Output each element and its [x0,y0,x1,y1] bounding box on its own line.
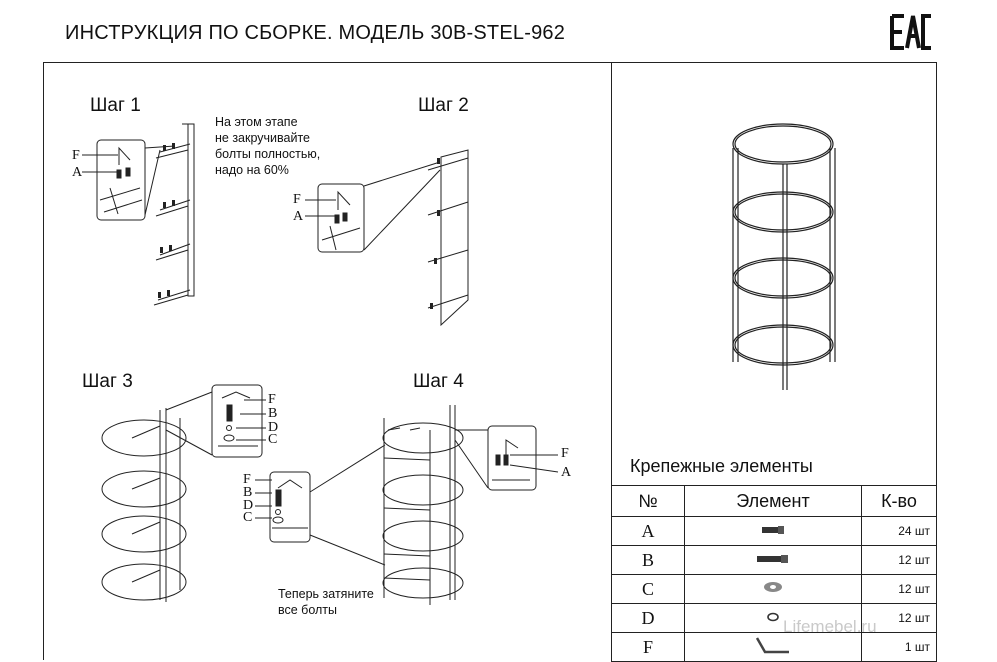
column-header-number: № [611,485,685,517]
part-label: B [268,406,278,421]
frame-divider [611,62,612,660]
spring-washer-icon [767,612,779,622]
part-label: F [243,472,251,487]
fasteners-title: Крепежные элементы [630,456,813,476]
step-3b-detail [255,444,386,566]
part-label: F [561,446,569,461]
row-qty: 1 шт [861,632,937,662]
part-label: C [268,432,278,447]
part-label: D [243,498,254,513]
eac-mark-icon [890,14,931,50]
long-bolt-icon [757,555,788,563]
row-code: C [611,574,685,604]
column-header-element: Элемент [684,485,862,517]
step-2-drawing [305,149,469,327]
step-1-drawing [82,123,195,306]
assembled-shelf-preview [732,123,836,390]
washer-icon [764,582,782,592]
table-row: C 12 шт [611,574,937,604]
fasteners-table: № Элемент К-во A 24 шт B 12 шт C 12 шт D… [611,485,937,662]
step-4-drawing [382,405,559,605]
row-qty: 24 шт [861,516,937,546]
part-label: F [268,392,276,407]
part-label: B [243,485,253,500]
table-header-row: № Элемент К-во [611,485,937,517]
row-qty: 12 шт [861,574,937,604]
step-2-label: Шаг 2 [418,95,469,116]
part-label: A [293,209,304,224]
row-qty: 12 шт [861,545,937,575]
note-line: Теперь затяните [278,587,374,601]
page-title: ИНСТРУКЦИЯ ПО СБОРКЕ. МОДЕЛЬ 30B-STEL-96… [65,22,566,44]
table-row: B 12 шт [611,545,937,575]
note-line: болты полностью, [215,147,321,161]
part-label: F [72,148,80,163]
table-row: A 24 шт [611,516,937,546]
part-label: D [268,420,279,435]
part-label: A [561,465,572,480]
step-3-drawing [101,384,266,602]
step-4-note: Теперь затяните все болты [278,586,374,618]
note-line: надо на 60% [215,163,289,177]
row-code: B [611,545,685,575]
hex-key-icon [755,636,789,653]
note-line: все болты [278,603,338,617]
step-1-label: Шаг 1 [90,95,141,116]
short-bolt-icon [762,526,784,534]
watermark: Lifemebel.ru [783,617,877,636]
step-1-note: На этом этапе не закручивайте болты полн… [215,114,320,178]
step-3-label: Шаг 3 [82,371,133,392]
note-line: На этом этапе [215,115,298,129]
column-header-qty: К-во [861,485,937,517]
row-code: D [611,603,685,633]
part-label: A [72,165,83,180]
part-label: C [243,510,253,525]
instruction-frame [43,62,937,660]
part-label: F [293,192,301,207]
row-code: F [611,632,685,662]
row-code: A [611,516,685,546]
table-row: F 1 шт [611,632,937,662]
table-row: D 12 шт [611,603,937,633]
row-qty: 12 шт [861,603,937,633]
note-line: не закручивайте [215,131,311,145]
step-4-label: Шаг 4 [413,371,464,392]
